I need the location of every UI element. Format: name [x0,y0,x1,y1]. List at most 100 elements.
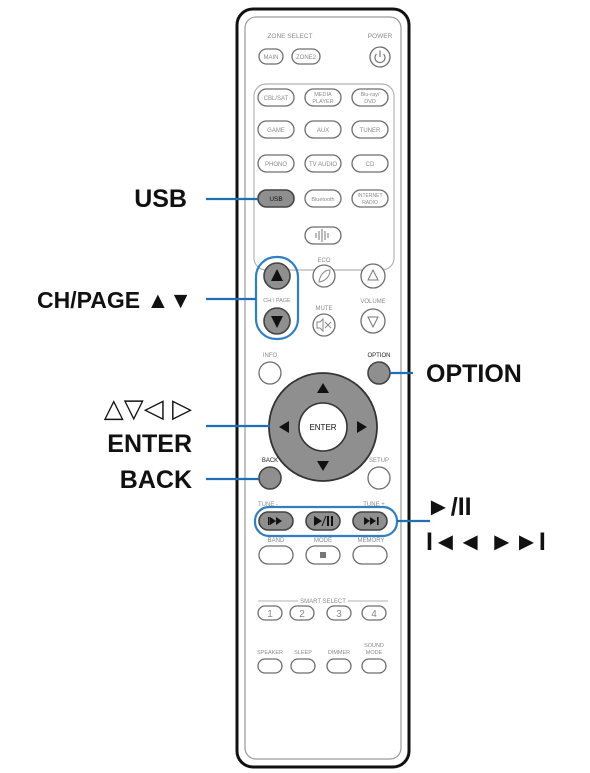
ch-page-label: CH / PAGE [263,298,291,304]
skip-forward-icon [364,517,379,525]
dpad-down-icon[interactable] [317,461,329,471]
callout-ch-page: CH/PAGE ▲▼ [37,287,192,313]
enter-button-label: ENTER [309,423,336,432]
smart-select-4-label: 4 [371,609,377,620]
smart-select-1-label: 1 [267,609,273,620]
power-label: POWER [368,33,393,40]
volume-label: VOLUME [360,299,385,305]
mute-label: MUTE [316,306,333,312]
setup-button[interactable] [367,466,391,490]
setup-label: SETUP [369,458,389,464]
media-player-button[interactable]: MEDIA PLAYER [304,88,342,107]
ch-down-icon [271,316,283,328]
usb-button[interactable]: USB [257,189,295,208]
ch-page-up-button[interactable] [263,262,291,290]
band-label: BAND [268,538,285,544]
cbl-sat-label: CBL/SAT [264,96,289,102]
bluetooth-button[interactable]: Bluetooth [304,189,342,208]
smart-select-3-button[interactable]: 3 [326,605,352,621]
callout-skip: I◄◄ ►►I [426,528,546,556]
internet-radio-button[interactable]: INTERNET RADIO [351,189,389,208]
tune-minus-label: TUNE - [258,502,278,508]
callout-usb: USB [134,185,187,213]
phono-button[interactable]: PHONO [257,154,295,173]
dimmer-button[interactable] [326,658,352,674]
bluray-button[interactable]: Blu-ray/ DVD [351,88,389,107]
tune-plus-label: TUNE + [363,502,385,508]
tv-audio-button[interactable]: TV AUDIO [304,154,342,173]
info-label: INFO [263,353,278,359]
zone2-button[interactable]: ZONE2 [291,48,321,65]
memory-label: MEMORY [358,538,385,544]
skip-forward-button[interactable] [352,511,388,531]
heos-icon [315,229,329,242]
main-button-label: MAIN [264,55,279,61]
eco-label: ECO [317,258,330,264]
dpad: ENTER [268,372,378,482]
back-button-label: BACK [262,458,278,464]
band-button[interactable] [258,545,294,565]
play-pause-icon [314,515,333,527]
volume-down-button[interactable] [360,308,386,334]
bluray-label-2: DVD [364,99,376,105]
callout-play-pause: ►/II [426,493,472,521]
cd-label: CD [366,162,375,168]
internet-radio-label-2: RADIO [362,200,378,206]
media-player-label-1: MEDIA [314,92,332,98]
callout-back: BACK [120,466,192,494]
main-button[interactable]: MAIN [258,48,284,65]
info-button[interactable] [258,361,282,385]
power-button[interactable] [369,46,391,68]
callout-arrows: △▽◁ ▷ [104,394,192,424]
bluetooth-label: Bluetooth [311,197,334,203]
mode-button[interactable] [305,545,341,565]
option-button[interactable] [367,361,391,385]
game-button[interactable]: GAME [257,120,295,139]
sound-mode-label-2: MODE [366,650,383,656]
dpad-right-icon[interactable] [357,421,367,433]
dpad-left-icon[interactable] [279,421,289,433]
smart-select-4-button[interactable]: 4 [361,605,387,621]
callout-enter: ENTER [107,430,192,458]
zone-select-label: ZONE SELECT [267,33,312,40]
phono-label: PHONO [265,162,287,168]
volume-down-icon [367,316,379,329]
smart-select-3-label: 3 [336,609,342,620]
tuner-button[interactable]: TUNER [351,120,389,139]
volume-up-button[interactable] [360,263,386,289]
aux-label: AUX [317,128,329,134]
dpad-up-icon[interactable] [317,383,329,393]
play-pause-button[interactable] [305,511,341,531]
smart-select-2-label: 2 [299,609,305,620]
mode-label: MODE [314,538,332,544]
bluray-label-1: Blu-ray/ [361,92,380,98]
ch-page-down-button[interactable] [263,307,291,335]
zone2-button-label: ZONE2 [296,55,317,61]
cbl-sat-button[interactable]: CBL/SAT [257,88,295,107]
sleep-button[interactable] [290,658,316,674]
smart-select-1-button[interactable]: 1 [257,605,283,621]
skip-back-button[interactable] [258,511,294,531]
dimmer-label: DIMMER [328,650,350,656]
internet-radio-label-1: INTERNET [358,193,383,199]
smart-select-label: SMART SELECT [300,599,346,605]
mute-icon [316,317,332,333]
option-button-label: OPTION [367,353,390,359]
enter-button[interactable]: ENTER [298,402,348,452]
sleep-label: SLEEP [294,650,312,656]
speaker-button[interactable] [257,658,283,674]
back-button[interactable] [258,466,282,490]
eco-button[interactable] [312,264,336,288]
aux-button[interactable]: AUX [304,120,342,139]
mute-button[interactable] [312,313,336,337]
heos-button[interactable] [304,226,342,245]
power-icon [374,50,386,64]
stop-icon [320,552,326,558]
sound-mode-button[interactable] [361,658,387,674]
ch-up-icon [271,269,283,281]
smart-select-2-button[interactable]: 2 [289,605,315,621]
memory-button[interactable] [352,545,388,565]
cd-button[interactable]: CD [351,154,389,173]
sound-mode-label-1: SOUND [364,643,384,649]
